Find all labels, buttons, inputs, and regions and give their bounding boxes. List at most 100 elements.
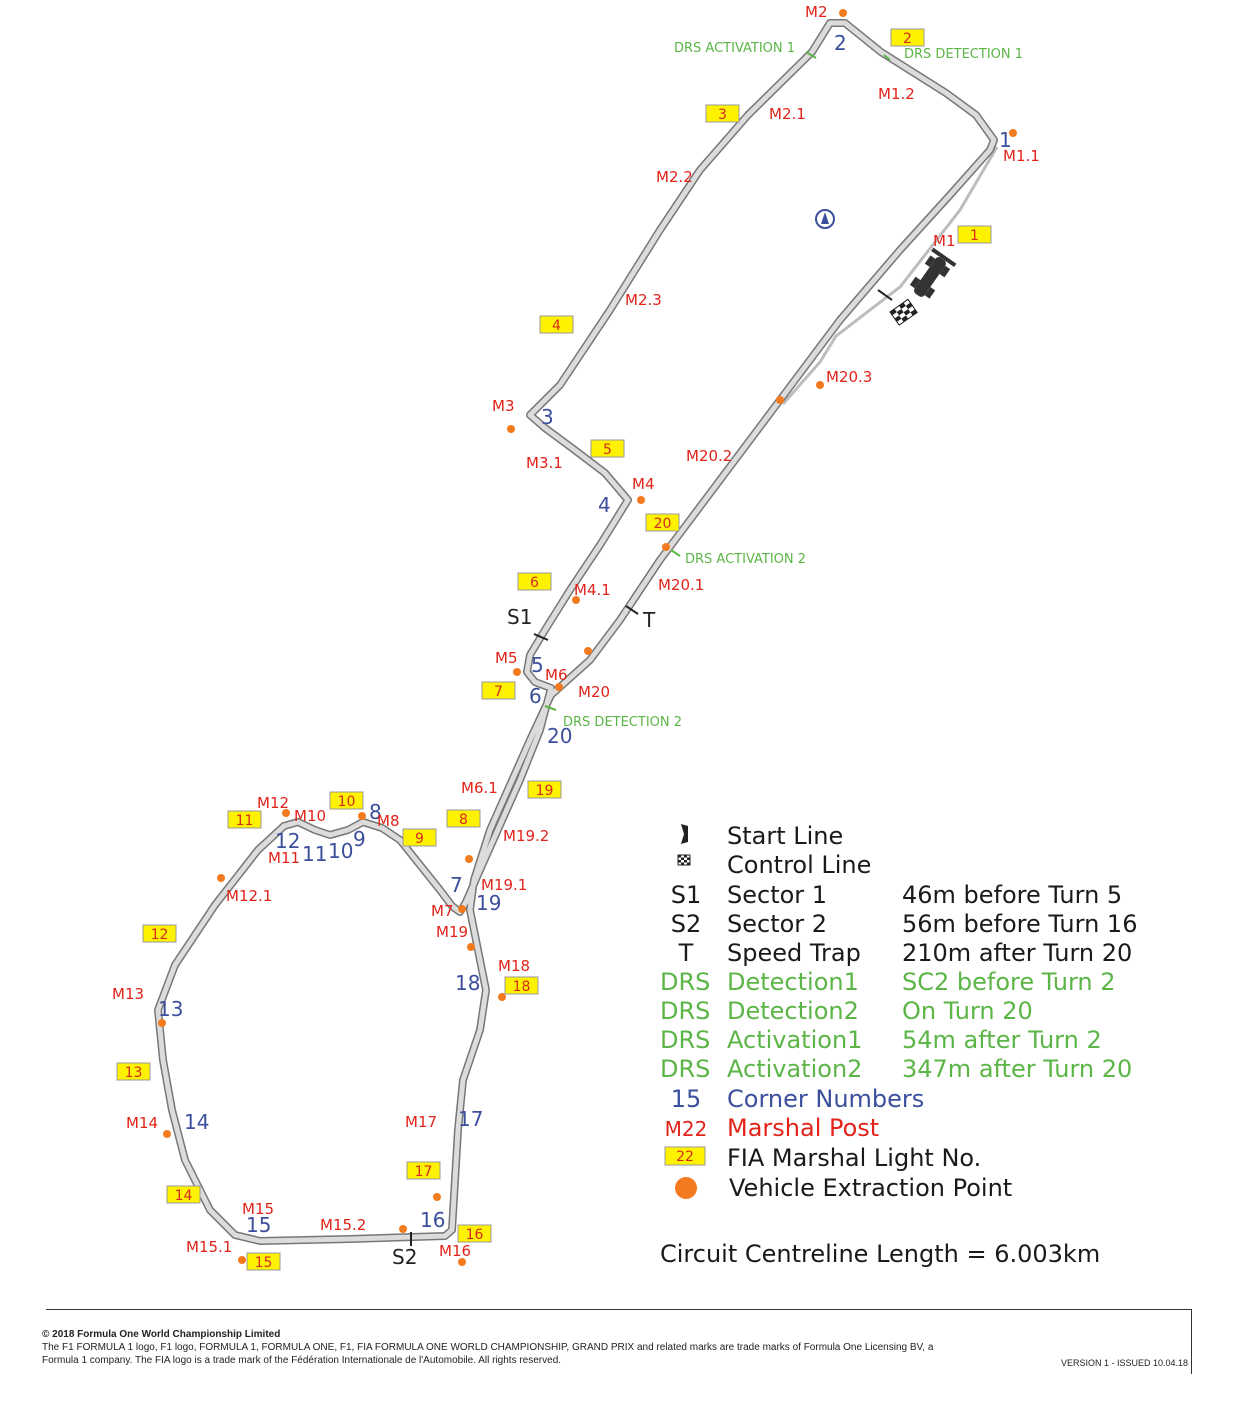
pit-lane bbox=[781, 146, 999, 405]
corner-12: 12 bbox=[275, 829, 300, 853]
s1-tick bbox=[533, 633, 549, 641]
start-grid-car-icon bbox=[909, 247, 957, 299]
start-line-icon bbox=[681, 824, 688, 844]
corner-9: 9 bbox=[353, 827, 366, 851]
marshal-m12: M12 bbox=[257, 794, 289, 812]
marshal-m5: M5 bbox=[495, 649, 518, 667]
marshal-m4-1: M4.1 bbox=[574, 581, 611, 599]
corner-11: 11 bbox=[302, 842, 327, 866]
marshal-m7: M7 bbox=[431, 902, 454, 920]
extraction-point bbox=[358, 812, 366, 820]
legend-control-line: Control Line bbox=[677, 851, 871, 879]
marshal-m20-1: M20.1 bbox=[658, 576, 704, 594]
marshal-m6-1: M6.1 bbox=[461, 779, 498, 797]
corner-3: 3 bbox=[541, 405, 554, 429]
s2-label: S2 bbox=[392, 1245, 417, 1269]
legend-drs-detection-2: DRS Detection2 On Turn 20 bbox=[660, 997, 1033, 1025]
track-edge bbox=[154, 19, 998, 1245]
svg-text:2: 2 bbox=[903, 31, 912, 47]
svg-text:17: 17 bbox=[415, 1164, 433, 1180]
t-tick bbox=[625, 605, 639, 615]
svg-text:7: 7 bbox=[494, 684, 503, 700]
drs-det2-tick bbox=[544, 705, 557, 711]
marshal-m15-1: M15.1 bbox=[186, 1238, 232, 1256]
marshal-light-9: 9 bbox=[402, 828, 437, 847]
marshal-m19-1: M19.1 bbox=[481, 876, 527, 894]
svg-text:M22: M22 bbox=[665, 1117, 708, 1141]
marshal-m1: M1 bbox=[933, 232, 956, 250]
marshal-light-7: 7 bbox=[481, 681, 516, 700]
svg-text:SC2 before Turn 2: SC2 before Turn 2 bbox=[902, 968, 1116, 996]
marshal-m3-1: M3.1 bbox=[526, 454, 563, 472]
extraction-point bbox=[163, 1130, 171, 1138]
marshal-lights: 1 2 3 4 5 6 7 8 9 10 11 12 13 14 15 16 1… bbox=[116, 28, 992, 1271]
t-label: T bbox=[642, 608, 656, 632]
extraction-point bbox=[158, 1019, 166, 1027]
extraction-point bbox=[282, 809, 290, 817]
marshal-m15: M15 bbox=[242, 1200, 274, 1218]
marshal-light-1: 1 bbox=[957, 225, 992, 244]
track bbox=[154, 19, 998, 1245]
marshal-m2-2: M2.2 bbox=[656, 168, 693, 186]
compass-icon bbox=[815, 209, 835, 229]
svg-text:Vehicle Extraction Point: Vehicle Extraction Point bbox=[729, 1174, 1012, 1202]
marshal-light-3: 3 bbox=[705, 104, 740, 123]
marshal-light-18: 18 bbox=[504, 976, 539, 995]
footer: © 2018 Formula One World Championship Li… bbox=[42, 1328, 1192, 1367]
extraction-point bbox=[572, 596, 580, 604]
svg-text:6: 6 bbox=[530, 575, 539, 591]
svg-text:S2: S2 bbox=[671, 910, 702, 938]
marshal-m20-3: M20.3 bbox=[826, 368, 872, 386]
marshal-light-8: 8 bbox=[446, 809, 481, 828]
drs-det1-tick bbox=[883, 54, 891, 61]
circuit-length: Circuit Centreline Length = 6.003km bbox=[660, 1240, 1100, 1268]
extraction-point bbox=[465, 855, 473, 863]
marshal-m3: M3 bbox=[492, 397, 515, 415]
svg-text:Speed Trap: Speed Trap bbox=[727, 939, 861, 967]
svg-text:16: 16 bbox=[466, 1227, 484, 1243]
corner-5: 5 bbox=[531, 653, 544, 677]
extraction-point bbox=[498, 993, 506, 1001]
legend-drs-detection-1: DRS Detection1 SC2 before Turn 2 bbox=[660, 968, 1116, 996]
extraction-point bbox=[433, 1193, 441, 1201]
footer-line-1: The F1 FORMULA 1 logo, F1 logo, FORMULA … bbox=[42, 1342, 934, 1353]
marshal-m20-2: M20.2 bbox=[686, 447, 732, 465]
svg-text:56m before Turn 16: 56m before Turn 16 bbox=[902, 910, 1137, 938]
svg-text:DRS: DRS bbox=[660, 997, 710, 1025]
control-line-flag bbox=[889, 298, 918, 326]
marshal-m4: M4 bbox=[632, 475, 655, 493]
legend-speed-trap: T Speed Trap 210m after Turn 20 bbox=[678, 939, 1133, 967]
footer-line-2: Formula 1 company. The FIA logo is a tra… bbox=[42, 1355, 562, 1366]
drs-act1-tick bbox=[805, 51, 817, 59]
extraction-point bbox=[458, 905, 466, 913]
marshal-light-13: 13 bbox=[116, 1062, 151, 1081]
marshal-light-12: 12 bbox=[142, 924, 177, 943]
version-label: VERSION 1 - ISSUED 10.04.18 bbox=[1060, 1358, 1188, 1368]
corner-numbers: 1 2 3 4 5 6 7 8 9 10 11 12 13 14 15 16 1… bbox=[158, 31, 1012, 1237]
svg-text:S1: S1 bbox=[671, 881, 702, 909]
legend-sector-1: S1 Sector 1 46m before Turn 5 bbox=[671, 881, 1122, 909]
marshal-m14: M14 bbox=[126, 1114, 158, 1132]
marshal-m10: M10 bbox=[294, 807, 326, 825]
svg-text:11: 11 bbox=[236, 813, 254, 829]
marshal-m6: M6 bbox=[545, 666, 568, 684]
svg-text:DRS: DRS bbox=[660, 968, 710, 996]
marshal-m18: M18 bbox=[498, 957, 530, 975]
corner-18: 18 bbox=[455, 971, 480, 995]
corner-4: 4 bbox=[598, 493, 611, 517]
marshal-m16: M16 bbox=[439, 1242, 471, 1260]
svg-text:Activation2: Activation2 bbox=[727, 1055, 862, 1083]
svg-text:10: 10 bbox=[338, 794, 356, 810]
svg-text:Marshal Post: Marshal Post bbox=[727, 1114, 879, 1142]
extraction-point bbox=[513, 668, 521, 676]
svg-text:Detection1: Detection1 bbox=[727, 968, 859, 996]
svg-text:1: 1 bbox=[970, 228, 979, 244]
svg-text:Sector 2: Sector 2 bbox=[727, 910, 827, 938]
extraction-point bbox=[467, 943, 475, 951]
marshal-m20: M20 bbox=[578, 683, 610, 701]
drs-activation-1-label: DRS ACTIVATION 1 bbox=[674, 41, 795, 56]
legend-corner-numbers: 15 Corner Numbers bbox=[671, 1085, 925, 1113]
marshal-light-15: 15 bbox=[246, 1252, 281, 1271]
marshal-post-labels: M1 M1.1 M1.2 M2 M2.1 M2.2 M2.3 M3 M3.1 M… bbox=[112, 3, 1040, 1260]
svg-text:Start Line: Start Line bbox=[727, 822, 843, 850]
